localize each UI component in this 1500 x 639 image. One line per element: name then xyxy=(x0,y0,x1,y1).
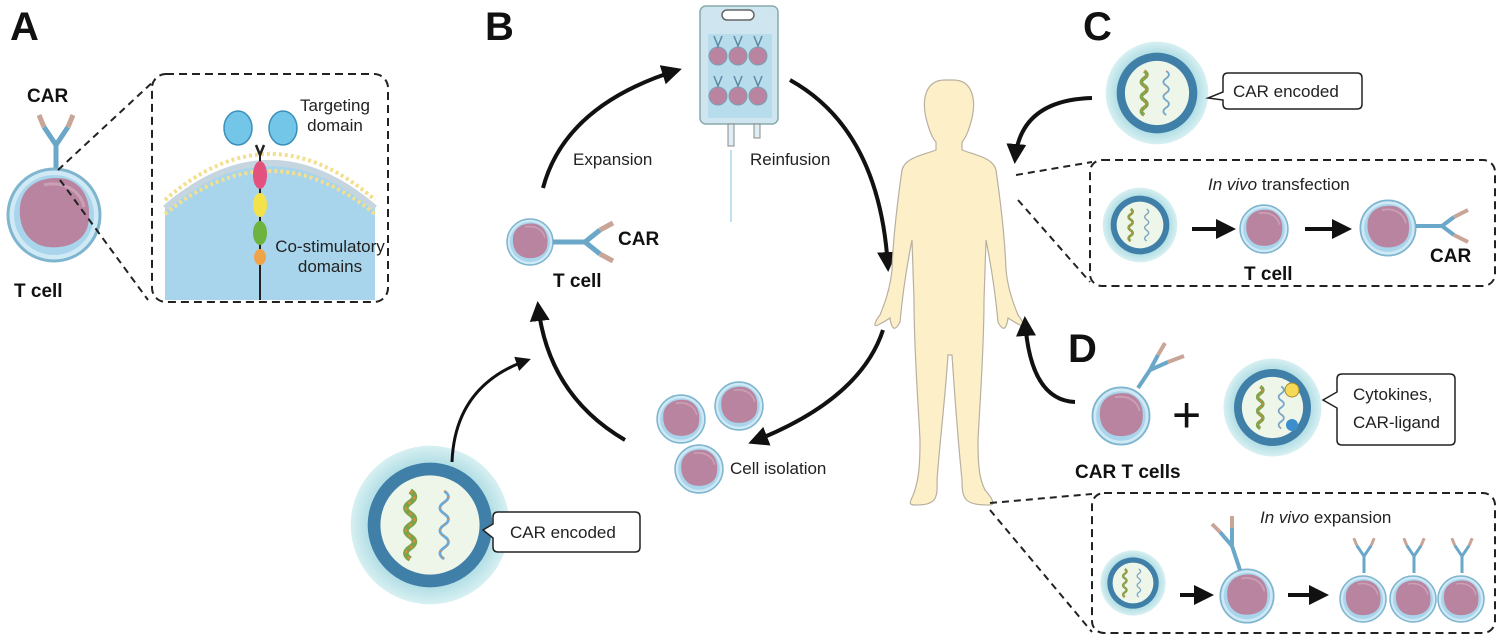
reinfusion-label: Reinfusion xyxy=(750,150,830,169)
costim-domain-label-2: domains xyxy=(298,257,362,276)
expanded-car-t-cell-icon xyxy=(1389,575,1437,623)
scfv-domain-left xyxy=(223,110,253,146)
in-vivo-expansion-inset xyxy=(1091,492,1496,634)
panel-a-tcell-label: T cell xyxy=(14,281,63,302)
costim-domain-yellow xyxy=(253,193,267,217)
nanoparticle-icon xyxy=(1099,549,1167,617)
isolation-arrow xyxy=(748,329,885,446)
car-ligand-icon xyxy=(1286,419,1298,431)
car-structure-inset xyxy=(151,73,389,303)
panel-c-tcell-label: T cell xyxy=(1244,264,1293,285)
nanoparticle-icon xyxy=(351,446,510,605)
car-receptor-icon xyxy=(553,220,615,264)
targeting-domain-label: Targeting xyxy=(300,96,370,115)
iv-bag-icon xyxy=(699,5,779,222)
car-t-cell-icon xyxy=(1359,199,1417,257)
car-receptor-icon xyxy=(1210,516,1242,571)
car-encoded-callout: CAR encoded xyxy=(1205,72,1363,110)
inset-title: In vivo expansion xyxy=(1260,508,1391,527)
signaling-domain-orange xyxy=(254,249,266,265)
lipid-tails xyxy=(163,160,377,211)
zoom-guide-line xyxy=(59,179,149,301)
zoom-guide-line xyxy=(1015,161,1093,176)
t-cell-icon xyxy=(506,218,554,266)
panel-c: C CAR encoded In vivo transfection T cel… xyxy=(1006,5,1496,287)
nanoparticle-icon xyxy=(1221,356,1324,459)
inset-title-italic: In vivo xyxy=(1260,508,1309,527)
cytoplasm xyxy=(165,160,375,300)
inset-title-rest: expansion xyxy=(1309,508,1391,527)
isolated-t-cell-icon xyxy=(656,394,706,444)
panel-d: D + Cytokines, CAR-ligand CAR T cells In… xyxy=(989,316,1496,634)
targeting-domain-label-2: domain xyxy=(307,116,363,135)
car-receptor-icon xyxy=(1450,536,1474,575)
car-t-cells-label: CAR T cells xyxy=(1075,462,1181,483)
costim-domain-label: Co-stimulatory xyxy=(275,237,385,256)
car-t-cell-icon xyxy=(1091,386,1151,446)
expanded-car-t-cell-icon xyxy=(1437,575,1485,623)
car-receptor-icon xyxy=(1402,536,1426,575)
panel-c-car-label: CAR xyxy=(1430,246,1471,267)
t-cell-icon xyxy=(6,167,102,263)
costim-domain-green xyxy=(253,221,267,245)
t-cell-icon xyxy=(1239,204,1289,254)
car-receptor-icon xyxy=(1136,341,1185,390)
injection-arrow-lower xyxy=(1016,316,1076,404)
panel-a: A CAR T cell Targeting domain Co-stimula… xyxy=(6,5,389,303)
zoom-guide-line xyxy=(989,493,1093,504)
scfv-domain-right xyxy=(268,110,298,146)
isolated-t-cell-icon xyxy=(674,444,724,494)
car-receptor-icon xyxy=(1416,208,1469,244)
zoom-guide-line xyxy=(57,79,156,171)
transmembrane-domain xyxy=(253,161,267,189)
zoom-guide-line xyxy=(1017,199,1091,283)
expansion-label: Expansion xyxy=(573,150,652,169)
panel-d-letter: D xyxy=(1068,327,1097,371)
callout-text-line-2: CAR-ligand xyxy=(1353,413,1440,432)
return-arrow xyxy=(529,301,627,442)
car-receptor-icon xyxy=(39,115,73,173)
lipid-bilayer-inner xyxy=(163,169,377,216)
panel-a-letter: A xyxy=(10,5,39,49)
inset-title: In vivo transfection xyxy=(1208,175,1350,194)
zoom-guide-line xyxy=(989,509,1093,633)
inset-title-italic: In vivo xyxy=(1208,175,1257,194)
expansion-arrow xyxy=(541,65,682,189)
isolated-t-cell-icon xyxy=(714,381,764,431)
callout-text: CAR encoded xyxy=(1233,82,1339,101)
plus-sign: + xyxy=(1172,387,1201,443)
car-receptor-icon xyxy=(1352,536,1376,575)
nanoparticle-icon xyxy=(1103,39,1211,147)
lipid-bilayer-outer xyxy=(163,152,377,202)
car-encoded-callout: CAR encoded xyxy=(481,511,641,553)
panel-b: B Expansion Reinfusion xyxy=(351,5,898,605)
cytokines-callout: Cytokines, CAR-ligand xyxy=(1321,373,1456,446)
panel-a-car-label: CAR xyxy=(27,86,68,107)
nanoparticle-icon xyxy=(1101,186,1179,264)
inset-title-rest: transfection xyxy=(1257,175,1350,194)
expanded-car-t-cell-icon xyxy=(1339,575,1387,623)
panel-b-letter: B xyxy=(485,5,514,49)
cell-isolation-label: Cell isolation xyxy=(730,459,826,478)
callout-text: CAR encoded xyxy=(510,523,616,542)
cytokine-icon xyxy=(1284,382,1300,398)
callout-text-line-1: Cytokines, xyxy=(1353,385,1432,404)
injection-arrow-upper xyxy=(1006,96,1093,164)
car-t-cell-icon xyxy=(1219,568,1275,624)
panel-b-tcell-label: T cell xyxy=(553,271,602,292)
reinfusion-arrow xyxy=(789,78,898,272)
delivery-arrow xyxy=(450,356,531,463)
panel-c-letter: C xyxy=(1083,5,1112,49)
panel-b-car-label: CAR xyxy=(618,229,659,250)
human-body-icon xyxy=(874,79,1024,506)
